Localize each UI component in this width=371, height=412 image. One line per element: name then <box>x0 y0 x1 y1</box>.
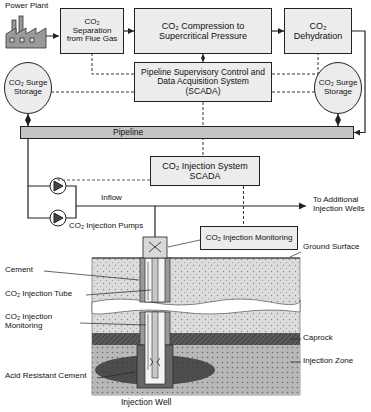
pipeline-band: Pipeline <box>20 126 354 139</box>
node-text: CO₂ Surge Storage <box>8 79 48 97</box>
monitoring-box: CO₂ Injection Monitoring <box>200 226 298 250</box>
wellhead-feed <box>154 206 155 237</box>
flow-arrow <box>337 114 338 126</box>
flow-arrow <box>272 30 284 31</box>
process-box: CO₂ Separation from Flue Gas <box>60 8 124 54</box>
control-box: CO₂ Injection System SCADA <box>150 156 260 186</box>
control-link <box>272 92 315 93</box>
supply-line <box>28 138 50 186</box>
flow-label: To Additional Injection Wells <box>312 196 368 214</box>
part-label: Acid Resistant Cement <box>4 372 87 381</box>
control-link <box>243 186 244 226</box>
depth-break <box>92 299 300 314</box>
node-text: CO₂ Dehydration <box>289 21 347 41</box>
node-text: CO₂ Compression to Supercritical Pressur… <box>139 21 267 41</box>
ground-surface-line <box>92 257 300 258</box>
node-text: Pipeline Supervisory Control and Data Ac… <box>139 68 267 97</box>
part-label: CO₂ Injection Tube <box>4 290 73 299</box>
pump-label: CO₂ Injection Pumps <box>68 222 144 231</box>
injection-well <box>137 237 173 388</box>
layer-label: Injection Zone <box>302 357 354 366</box>
flow-arrow <box>124 30 134 31</box>
node-text: CO₂ Injection Monitoring <box>206 234 293 243</box>
layer-label: Ground Surface <box>302 243 360 252</box>
part-label: CO₂ Injection Monitoring <box>4 313 80 331</box>
plant-label: Power Plant <box>4 2 49 11</box>
injection-zone-layer <box>92 345 300 395</box>
flow-arrow <box>27 114 28 126</box>
control-line <box>58 178 150 180</box>
control-link <box>51 92 134 93</box>
caprock-layer <box>92 333 300 345</box>
layer-label: Caprock <box>302 334 334 343</box>
node-text: Pipeline <box>113 128 143 138</box>
control-link <box>203 54 204 62</box>
leader-lines <box>44 252 301 378</box>
storage-tank: CO₂ Surge Storage <box>314 62 362 114</box>
part-label: Cement <box>4 266 34 275</box>
supply-line <box>28 186 50 218</box>
inflow-line <box>66 186 306 218</box>
storage-tank: CO₂ Surge Storage <box>4 62 52 114</box>
process-box: CO₂ Compression to Supercritical Pressur… <box>134 8 272 54</box>
monitoring-lead <box>168 240 200 247</box>
flow-label: Inflow <box>100 194 123 203</box>
process-box: CO₂ Dehydration <box>284 8 352 54</box>
node-text: CO₂ Injection System SCADA <box>155 161 255 181</box>
flue-gas-arrow <box>46 36 59 37</box>
node-text: CO₂ Surge Storage <box>318 79 358 97</box>
node-text: CO₂ Separation from Flue Gas <box>65 18 119 45</box>
control-box: Pipeline Supervisory Control and Data Ac… <box>134 62 272 102</box>
control-link <box>92 54 134 74</box>
power-plant-icon <box>6 16 46 48</box>
pump-symbol <box>50 178 66 226</box>
figure-title: Injection Well <box>120 398 172 408</box>
control-link <box>272 54 318 74</box>
